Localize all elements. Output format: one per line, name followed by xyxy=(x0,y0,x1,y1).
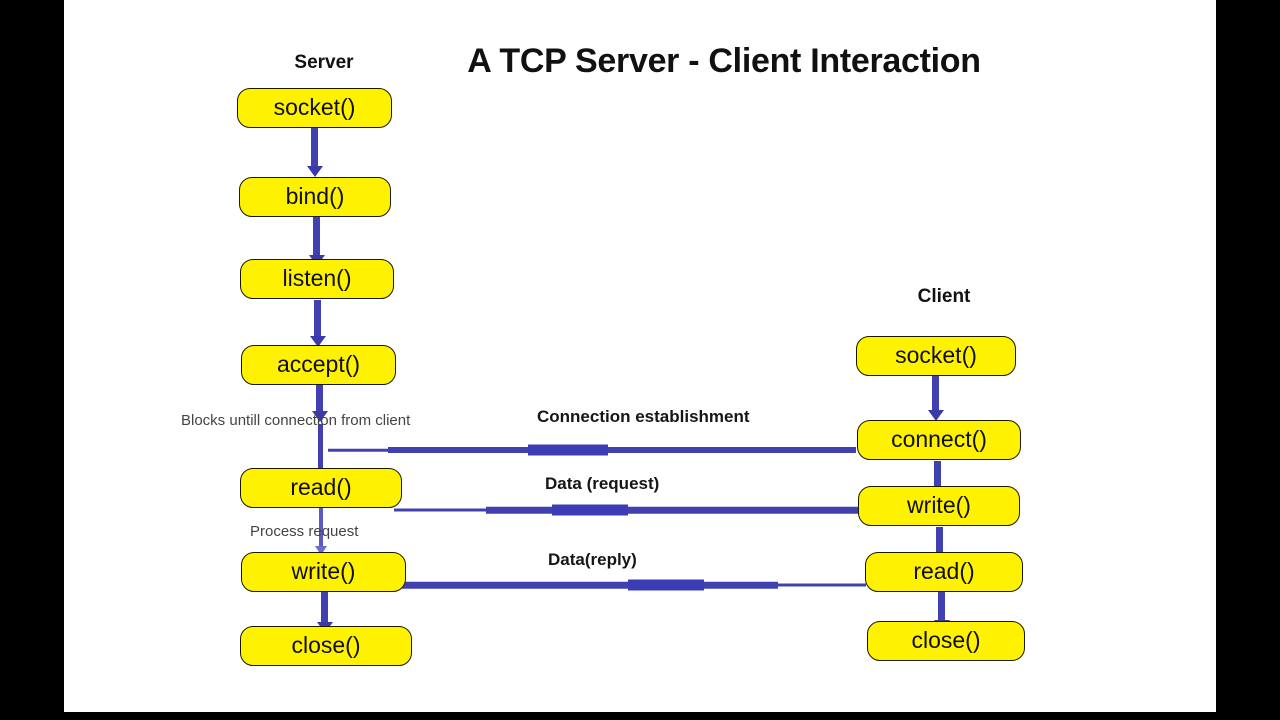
message-line-connection-establishment xyxy=(328,443,856,457)
message-label-data-request: Data (request) xyxy=(545,474,660,493)
node-server-close[interactable]: close() xyxy=(240,626,412,666)
letterbox-left-bar xyxy=(0,0,64,720)
node-server-read[interactable]: read() xyxy=(240,468,402,508)
node-client-write[interactable]: write() xyxy=(858,486,1020,526)
annotation-blocks-until-connection: Blocks untill connection from client xyxy=(181,412,411,429)
server-link-socket-bind xyxy=(311,128,318,168)
node-client-socket[interactable]: socket() xyxy=(856,336,1016,376)
node-server-write[interactable]: write() xyxy=(241,552,406,592)
annotation-process-request: Process request xyxy=(250,523,359,540)
server-link-write-close xyxy=(321,592,328,624)
server-link-accept-read-tail xyxy=(318,424,323,468)
server-link-bind-listen xyxy=(313,217,320,257)
node-server-listen[interactable]: listen() xyxy=(240,259,394,299)
node-client-read[interactable]: read() xyxy=(865,552,1023,592)
client-link-connect-write xyxy=(934,461,941,495)
column-heading-server: Server xyxy=(294,52,354,73)
node-server-bind[interactable]: bind() xyxy=(239,177,391,217)
server-link-read-write xyxy=(319,508,323,548)
letterbox-bottom-bar xyxy=(0,712,1280,720)
diagram-canvas: A TCP Server - Client Interaction Server… xyxy=(64,0,1216,712)
letterbox-right-bar xyxy=(1216,0,1280,720)
node-client-close[interactable]: close() xyxy=(867,621,1025,661)
message-line-data-reply xyxy=(400,578,866,592)
client-link-socket-connect xyxy=(932,376,939,412)
server-link-listen-accept xyxy=(314,300,321,338)
client-link-read-close xyxy=(938,592,945,622)
message-label-connection-establishment: Connection establishment xyxy=(537,407,750,426)
message-line-data-request xyxy=(394,503,858,517)
node-client-connect[interactable]: connect() xyxy=(857,420,1021,460)
node-server-accept[interactable]: accept() xyxy=(241,345,396,385)
client-link-write-read xyxy=(936,527,943,559)
column-heading-client: Client xyxy=(917,286,971,307)
page-title: A TCP Server - Client Interaction xyxy=(467,42,981,80)
server-link-accept-read xyxy=(316,385,323,413)
node-server-socket[interactable]: socket() xyxy=(237,88,392,128)
message-label-data-reply: Data(reply) xyxy=(548,550,637,569)
